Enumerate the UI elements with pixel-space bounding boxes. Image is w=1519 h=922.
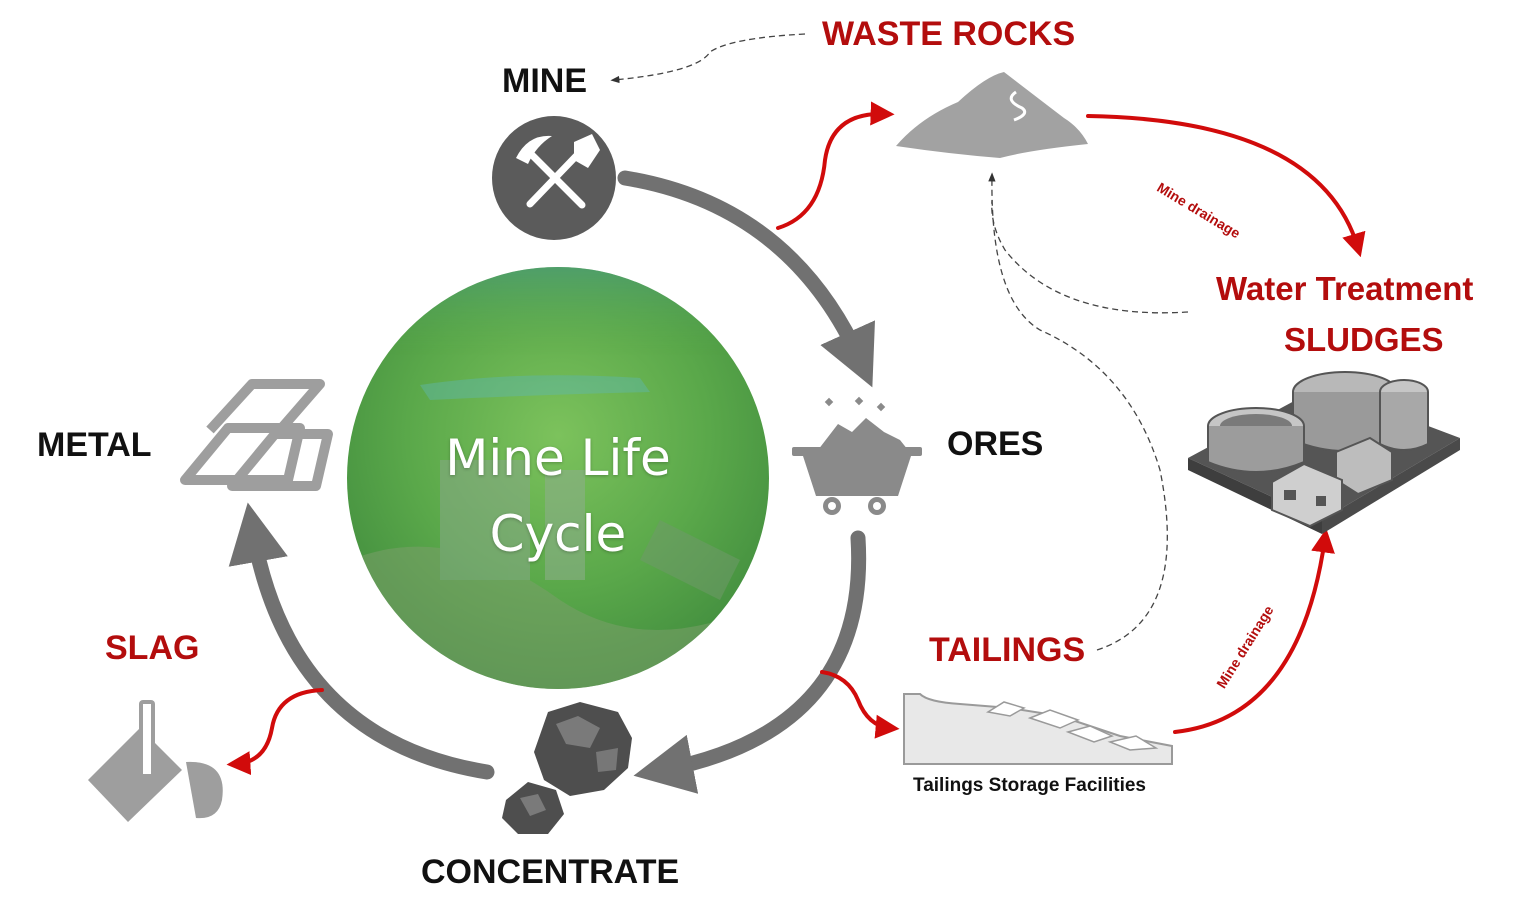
- arrow-waste-rocks-to-water-treatment: [1086, 114, 1366, 258]
- label-waste-rocks: WASTE ROCKS: [822, 15, 1076, 53]
- center-title-line2: Cycle: [489, 505, 627, 563]
- arrow-to-slag: [226, 688, 324, 776]
- center-title-line1: Mine Life: [445, 429, 671, 487]
- dashed-return-lines: [610, 33, 1189, 651]
- label-sludges: SLUDGES: [1284, 321, 1444, 358]
- rock-icon: [502, 702, 632, 834]
- label-metal: METAL: [37, 426, 152, 464]
- label-concentrate: CONCENTRATE: [421, 853, 680, 891]
- waste-flow-arrows: [226, 101, 1366, 776]
- water-treatment-plant-icon: [1188, 371, 1460, 534]
- arrow-ores-to-concentrate: [633, 530, 867, 794]
- dashed-sludges-to-waste-rocks: [991, 199, 1189, 314]
- dashed-waste-rocks-to-mine: [610, 33, 806, 84]
- slag-ladle-icon: [88, 700, 223, 822]
- arrow-to-waste-rocks: [776, 101, 895, 230]
- center-title: Mine Life Cycle: [348, 420, 768, 572]
- cycle-arrows: [228, 170, 875, 794]
- label-mine: MINE: [502, 62, 587, 100]
- label-tailings: TAILINGS: [929, 631, 1086, 669]
- label-tailings-storage: Tailings Storage Facilities: [913, 775, 1146, 796]
- dashed-tailings-to-waste-rocks: [988, 172, 1168, 651]
- label-water-treatment: Water Treatment: [1216, 270, 1474, 307]
- arrow-to-tailings: [820, 670, 900, 739]
- label-slag: SLAG: [105, 629, 200, 667]
- arrow-tailings-to-water-treatment: [1173, 528, 1335, 734]
- tailings-dam-icon: [903, 693, 1173, 765]
- arrow-concentrate-to-metal: [228, 502, 495, 780]
- label-ores: ORES: [947, 425, 1044, 463]
- arrow-mine-to-ores: [617, 170, 875, 388]
- pickaxe-shovel-icon: [492, 116, 616, 240]
- mine-photo-circle: [347, 267, 769, 689]
- gold-bars-icon: [180, 379, 333, 491]
- ore-cart-icon: [792, 396, 922, 515]
- waste-pile-icon: [896, 72, 1088, 158]
